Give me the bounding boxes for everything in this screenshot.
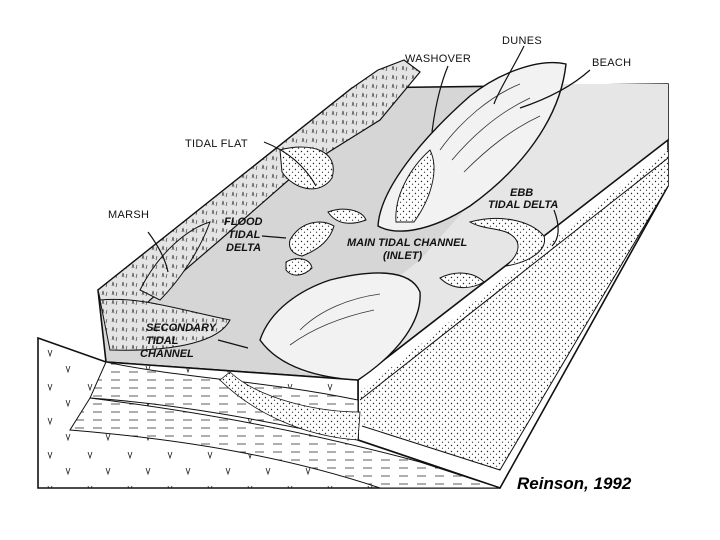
label-ebb-2: TIDAL DELTA <box>488 199 558 211</box>
label-flood-1: FLOOD <box>224 216 263 228</box>
label-main-channel: MAIN TIDAL CHANNEL <box>347 237 467 249</box>
label-flood-3: DELTA <box>226 242 261 254</box>
label-beach: BEACH <box>592 57 631 69</box>
label-ebb-1: EBB <box>510 187 533 199</box>
citation: Reinson, 1992 <box>517 474 631 494</box>
label-tidal-flat: TIDAL FLAT <box>185 138 248 150</box>
label-secondary: SECONDARY <box>146 322 218 334</box>
label-secondary-tidal: TIDAL <box>146 335 179 347</box>
label-secondary-channel: CHANNEL <box>140 348 194 360</box>
label-marsh: MARSH <box>108 209 149 221</box>
label-inlet: (INLET) <box>383 250 422 262</box>
label-washover: WASHOVER <box>405 53 471 65</box>
label-flood-2: TIDAL <box>228 229 261 241</box>
label-dunes: DUNES <box>502 35 542 47</box>
